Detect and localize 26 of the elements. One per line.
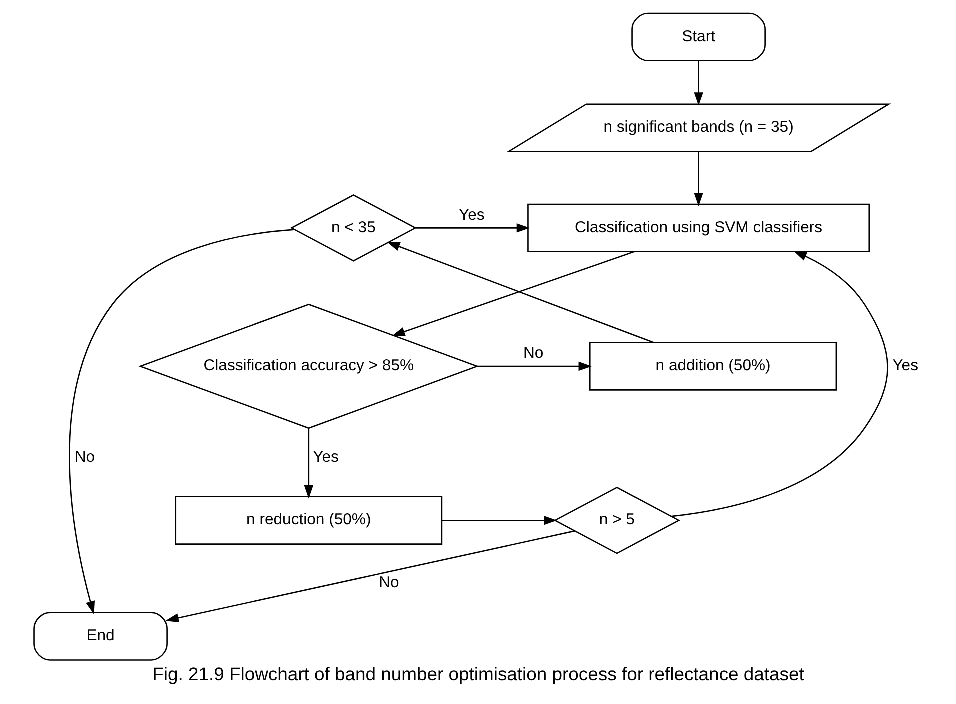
edge-label: No [523,345,544,362]
arrow [386,242,654,344]
caption: Fig. 21.9 Flowchart of band number optimisation process for reflectance dataset [152,663,804,684]
arrow [68,229,294,615]
node-box: n addition (50%) [588,342,837,391]
arrow [304,428,314,499]
arrow [391,251,634,336]
arrow [415,224,530,233]
arrow [694,152,703,206]
arrow [476,362,592,372]
node-box: n reduction (50%) [174,496,442,545]
arrow [694,61,703,106]
arrow [671,251,888,518]
edge-label: No [378,574,399,592]
node-box: Start [631,12,766,62]
edge-label: Yes [892,358,918,375]
node-box: Classification using SVM classifiers [527,204,870,253]
edge-label: No [74,449,95,466]
node-box: End [33,612,168,661]
edge-label: Yes [312,449,338,466]
node-diamond: Classification accuracy > 85% [138,304,479,430]
edge-label: Yes [458,206,484,224]
arrow [441,516,557,526]
node-diamond: n > 5 [553,486,680,554]
node-diamond: n < 35 [290,194,416,262]
arrow [165,530,575,623]
